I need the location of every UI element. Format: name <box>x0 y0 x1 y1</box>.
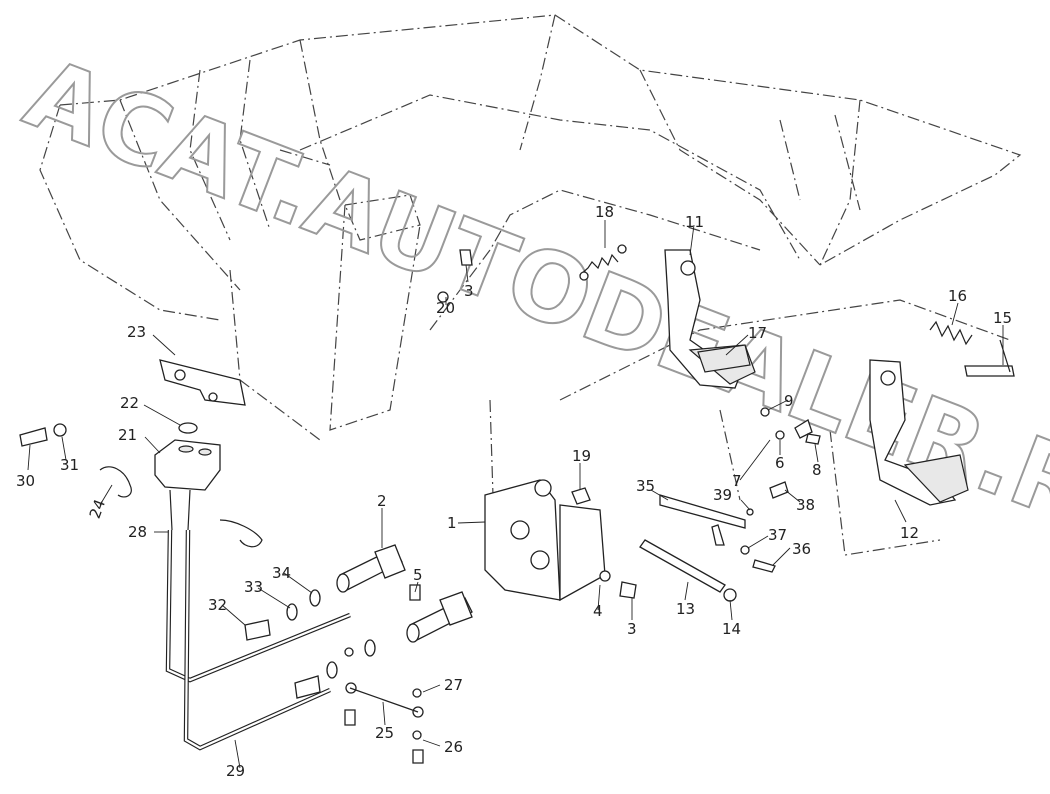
callout-5: 5 <box>413 566 423 584</box>
mounting-bracket <box>159 359 246 406</box>
spring-and-pin <box>929 320 1015 377</box>
callout-3: 3 <box>627 620 637 638</box>
floor-panel <box>559 299 1011 556</box>
callout-22: 22 <box>120 394 139 412</box>
callout-38: 38 <box>796 496 815 514</box>
callout-2: 2 <box>377 492 387 510</box>
callout-13: 13 <box>676 600 695 618</box>
callout-15: 15 <box>993 309 1012 327</box>
bracket-35 <box>659 494 746 546</box>
callout-35: 35 <box>636 477 655 495</box>
callout-20: 20 <box>436 299 455 317</box>
callout-24: 24 <box>86 497 109 521</box>
callout-17: 17 <box>748 324 767 342</box>
callout-28: 28 <box>128 523 147 541</box>
callout-12: 12 <box>900 524 919 542</box>
leader-lines <box>27 220 1004 769</box>
callout-1: 1 <box>447 514 457 532</box>
clips <box>99 466 263 548</box>
fluid-reservoir <box>154 422 221 531</box>
callout-4: 4 <box>593 602 603 620</box>
callout-19: 19 <box>572 447 591 465</box>
brake-pedal <box>869 359 969 506</box>
callout-32: 32 <box>208 596 227 614</box>
callout-18: 18 <box>595 203 614 221</box>
callout-23: 23 <box>127 323 146 341</box>
callout-30: 30 <box>16 472 35 490</box>
callout-27: 27 <box>444 676 463 694</box>
shaft <box>639 539 726 593</box>
callout-36: 36 <box>792 540 811 558</box>
callout-3b: 3 <box>464 282 474 300</box>
brake-master-cylinder <box>406 591 473 643</box>
callout-21: 21 <box>118 426 137 444</box>
callout-11: 11 <box>685 213 704 231</box>
cab-outline <box>39 14 1022 581</box>
hydraulic-pipes <box>165 529 351 751</box>
callout-31: 31 <box>60 456 79 474</box>
callout-25: 25 <box>375 724 394 742</box>
callout-9: 9 <box>784 392 794 410</box>
callout-26: 26 <box>444 738 463 756</box>
callout-34: 34 <box>272 564 291 582</box>
callout-7: 7 <box>732 472 742 490</box>
callout-16: 16 <box>948 287 967 305</box>
callout-8: 8 <box>812 461 822 479</box>
clutch-master-cylinder <box>336 544 406 593</box>
callouts: 1 2 3 3 4 5 6 7 8 9 11 12 13 14 15 16 17… <box>16 203 1012 780</box>
callout-33: 33 <box>244 578 263 596</box>
callout-14: 14 <box>722 620 741 638</box>
pedal-bracket <box>484 479 606 602</box>
callout-29: 29 <box>226 762 245 780</box>
callout-39: 39 <box>713 486 732 504</box>
callout-37: 37 <box>768 526 787 544</box>
fasteners <box>19 249 821 764</box>
callout-6: 6 <box>775 454 785 472</box>
rod-25 <box>349 687 419 713</box>
bracket-17 <box>697 344 751 373</box>
return-spring <box>579 244 627 281</box>
